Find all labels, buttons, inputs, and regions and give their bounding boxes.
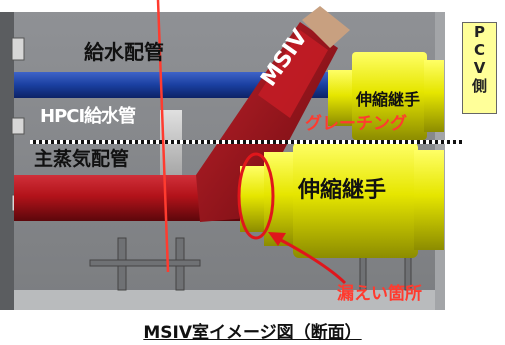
lower-expansion-joint <box>240 142 444 258</box>
section-line <box>156 0 170 273</box>
msiv-actuator <box>302 6 350 48</box>
lower-expansion-joint-label: 伸縮継手 <box>298 178 387 203</box>
leak-circle <box>237 152 275 240</box>
leak-arrow <box>276 236 347 285</box>
main-steam-pipe-label: 主蒸気配管 <box>34 148 130 170</box>
feedwater-pipe-label: 給水配管 <box>84 40 164 64</box>
pcv-side-char: P <box>474 23 485 41</box>
msiv-valve-body <box>258 30 328 118</box>
hpci-pipe-label: HPCI給水管 <box>40 106 136 127</box>
pcv-side-char: 側 <box>471 77 487 95</box>
floor-band <box>12 290 444 310</box>
upper-expansion-joint <box>328 52 444 140</box>
pcv-side-label-box: P C V 側 <box>462 22 497 114</box>
leak-arrow-head <box>268 232 286 246</box>
leak-point-label: 漏えい箇所 <box>337 284 422 304</box>
pcv-side-char: C <box>473 41 485 59</box>
upper-expansion-joint-label: 伸縮継手 <box>356 90 421 109</box>
diagram-caption: MSIV室イメージ図（断面） <box>143 323 362 343</box>
grating-label: グレーチング <box>305 114 407 134</box>
pcv-side-char: V <box>473 59 486 77</box>
